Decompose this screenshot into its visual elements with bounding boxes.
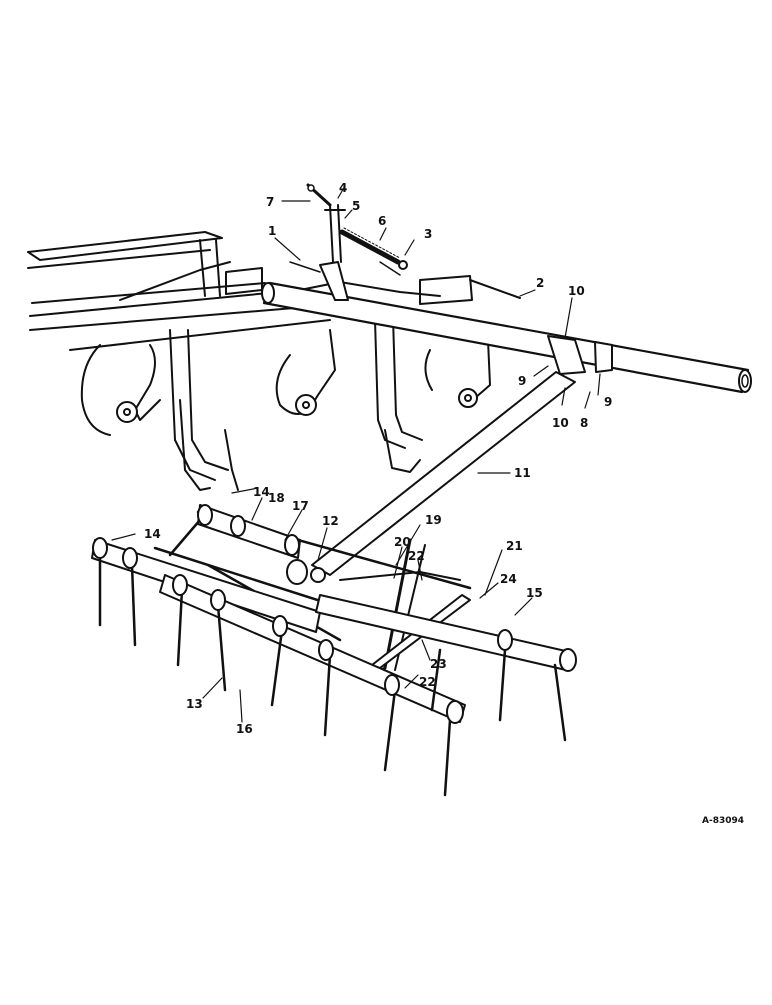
callout-21: 21 — [506, 539, 523, 553]
implement-frame — [27, 231, 521, 351]
callout-11: 11 — [514, 466, 531, 480]
tine-teeth — [98, 553, 567, 797]
callout-18: 18 — [268, 491, 285, 505]
callout-12: 12 — [322, 514, 339, 528]
cross-tube — [261, 281, 752, 394]
reference-code: A-83094 — [702, 816, 744, 826]
callout-10a: 10 — [568, 284, 585, 298]
clamp-brackets — [547, 335, 613, 375]
callout-10b: 10 — [552, 416, 569, 430]
callout-22b: 22 — [419, 675, 436, 689]
callout-2: 2 — [536, 276, 544, 290]
callout-6: 7 — [266, 195, 274, 209]
callout-13: 13 — [186, 697, 203, 711]
callout-9a: 9 — [518, 374, 526, 388]
callout-23: 23 — [430, 657, 447, 671]
callout-17: 17 — [292, 499, 309, 513]
callout-19: 19 — [425, 513, 442, 527]
callout-7: 6 — [378, 214, 386, 228]
callout-22a: 22 — [408, 549, 425, 563]
callout-14b: 14 — [144, 527, 161, 541]
callout-16: 16 — [236, 722, 253, 736]
tine-collars — [92, 504, 577, 724]
callout-15: 15 — [526, 586, 543, 600]
callout-1: 1 — [268, 224, 276, 238]
leader-lines — [111, 185, 601, 723]
drawbar — [311, 371, 576, 576]
callout-labels: 7 4 5 6 3 1 2 10 9 9 10 8 11 14 18 17 12… — [144, 181, 612, 736]
callout-14a: 14 — [253, 485, 270, 499]
callout-8: 8 — [580, 416, 588, 430]
callout-5: 5 — [352, 199, 360, 213]
shank-assemblies — [80, 317, 491, 491]
callout-4: 4 — [339, 181, 347, 195]
callout-24: 24 — [500, 572, 517, 586]
callout-9b: 9 — [604, 395, 612, 409]
callout-20: 20 — [394, 535, 411, 549]
callout-3: 3 — [424, 227, 432, 241]
tine-bars — [91, 504, 571, 723]
tension-assembly — [289, 183, 408, 301]
